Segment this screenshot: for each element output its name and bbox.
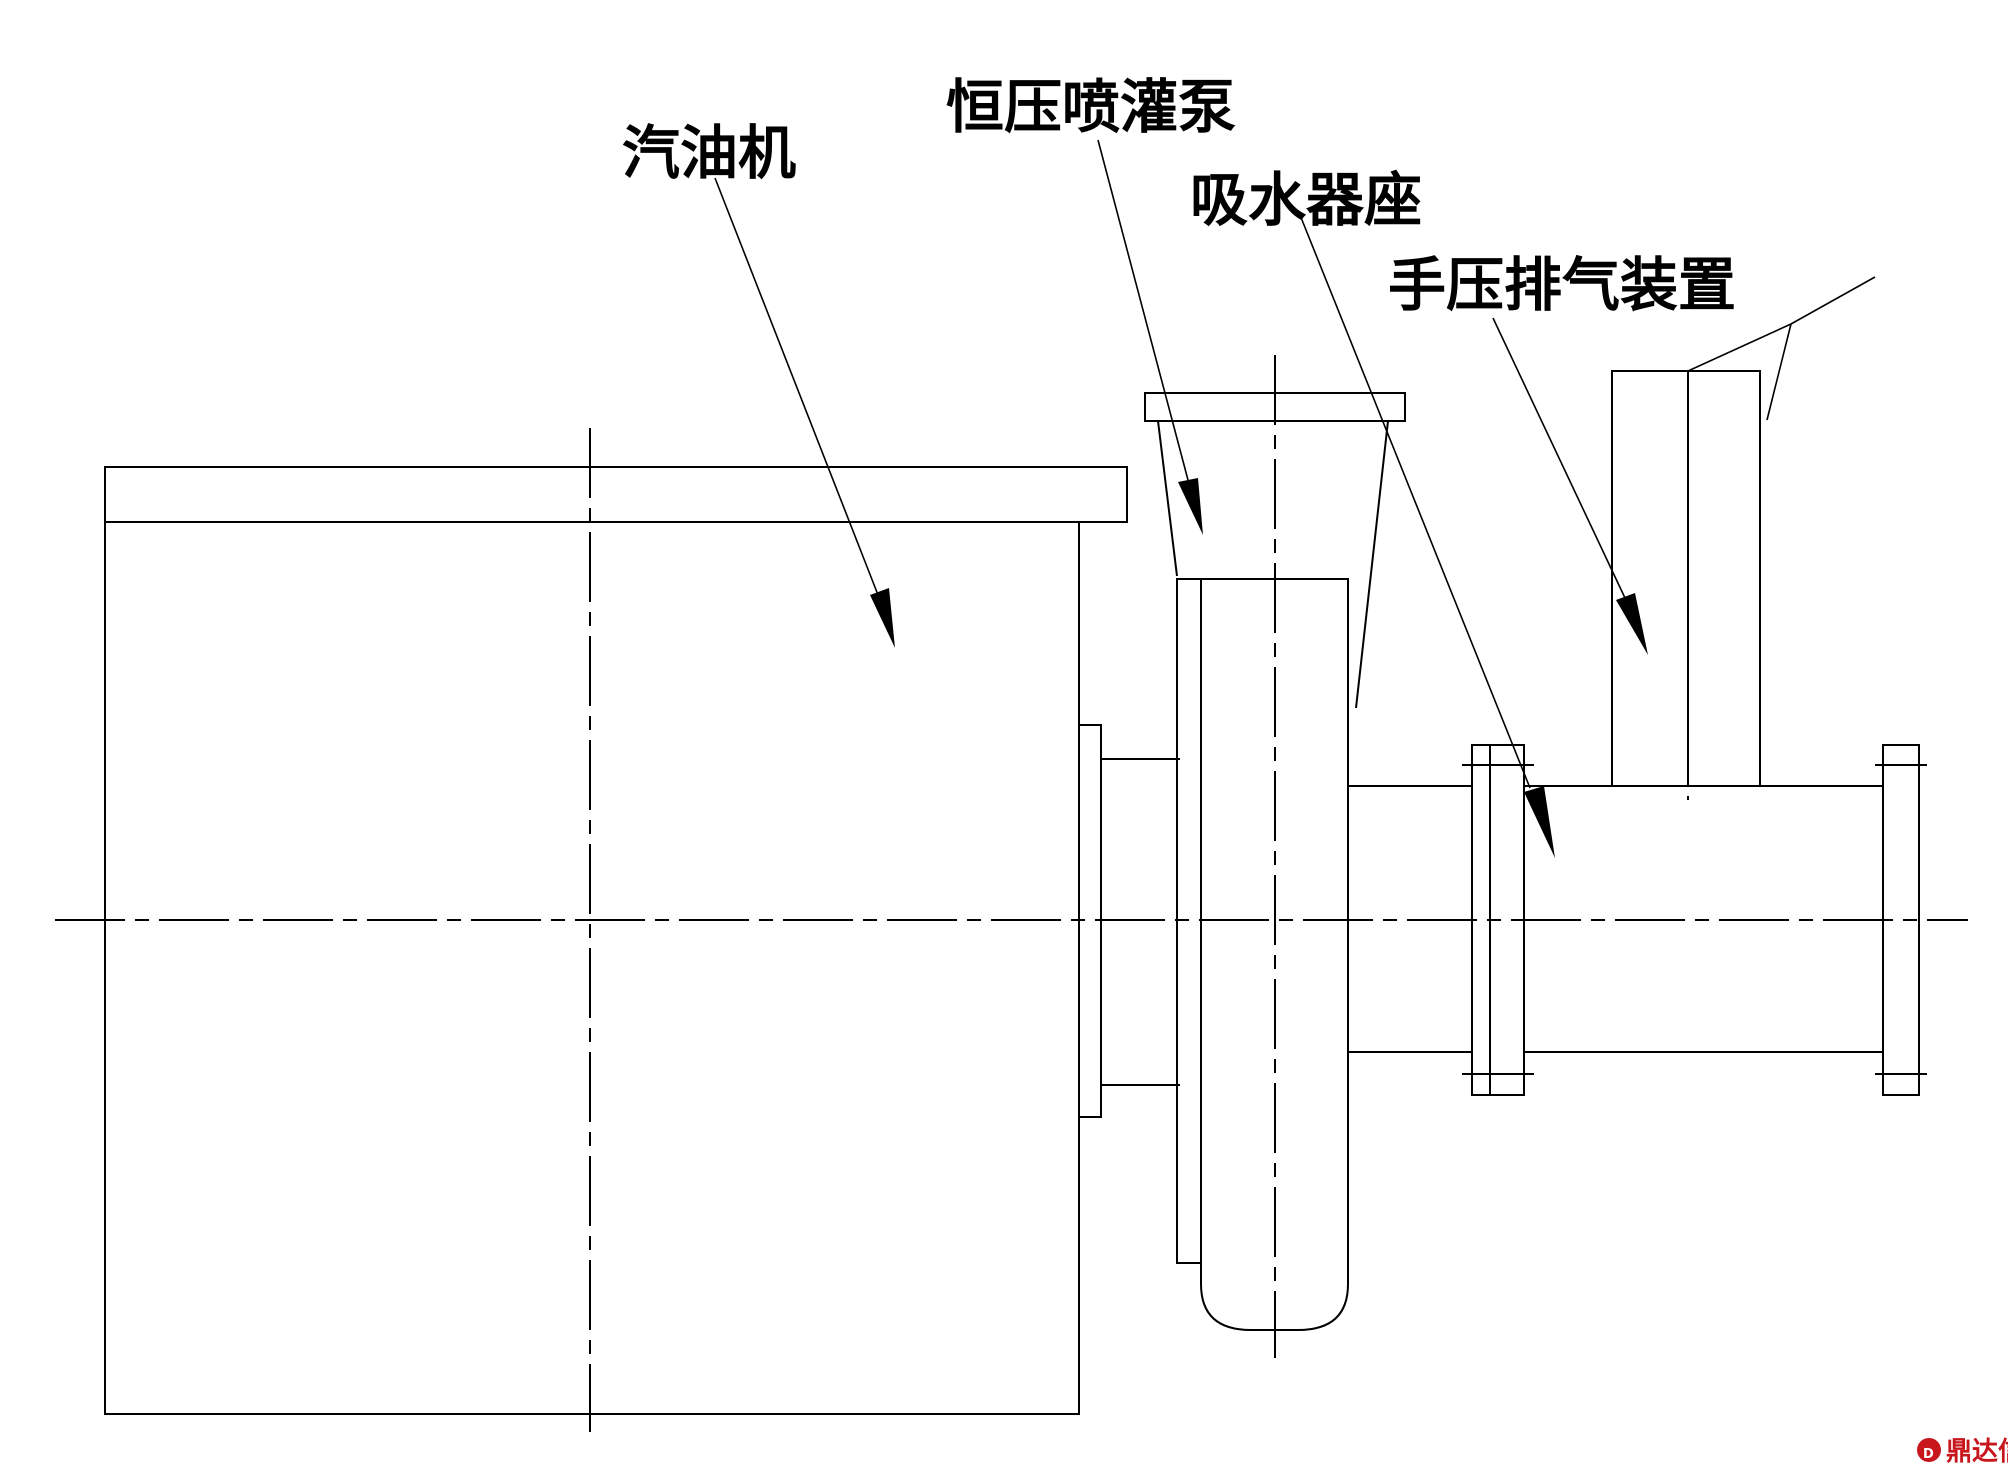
label-suction-seat: 吸水器座 bbox=[1190, 166, 1422, 234]
engine-body bbox=[104, 466, 1128, 1415]
leader-engine bbox=[714, 177, 895, 648]
svg-text:D: D bbox=[1923, 1447, 1934, 1462]
label-priming-device: 手压排气装置 bbox=[1388, 251, 1736, 319]
leader-priming-device bbox=[1492, 317, 1648, 655]
watermark-text: 鼎达信 bbox=[1946, 1437, 2008, 1465]
arrow-suction-seat bbox=[1524, 786, 1555, 858]
arrow-engine bbox=[870, 588, 895, 648]
arrow-pump bbox=[1178, 478, 1203, 535]
arrow-priming-device bbox=[1616, 593, 1648, 655]
leader-pump bbox=[1097, 139, 1203, 535]
watermark-logo-icon bbox=[1917, 1438, 1941, 1462]
label-pump: 恒压喷灌泵 bbox=[946, 73, 1236, 141]
priming-device-body bbox=[1611, 276, 1876, 787]
label-engine: 汽油机 bbox=[622, 119, 796, 187]
center-lines bbox=[55, 355, 1968, 1432]
leader-suction-seat bbox=[1299, 214, 1555, 858]
watermark: D 鼎达信 bbox=[1917, 1437, 2008, 1465]
